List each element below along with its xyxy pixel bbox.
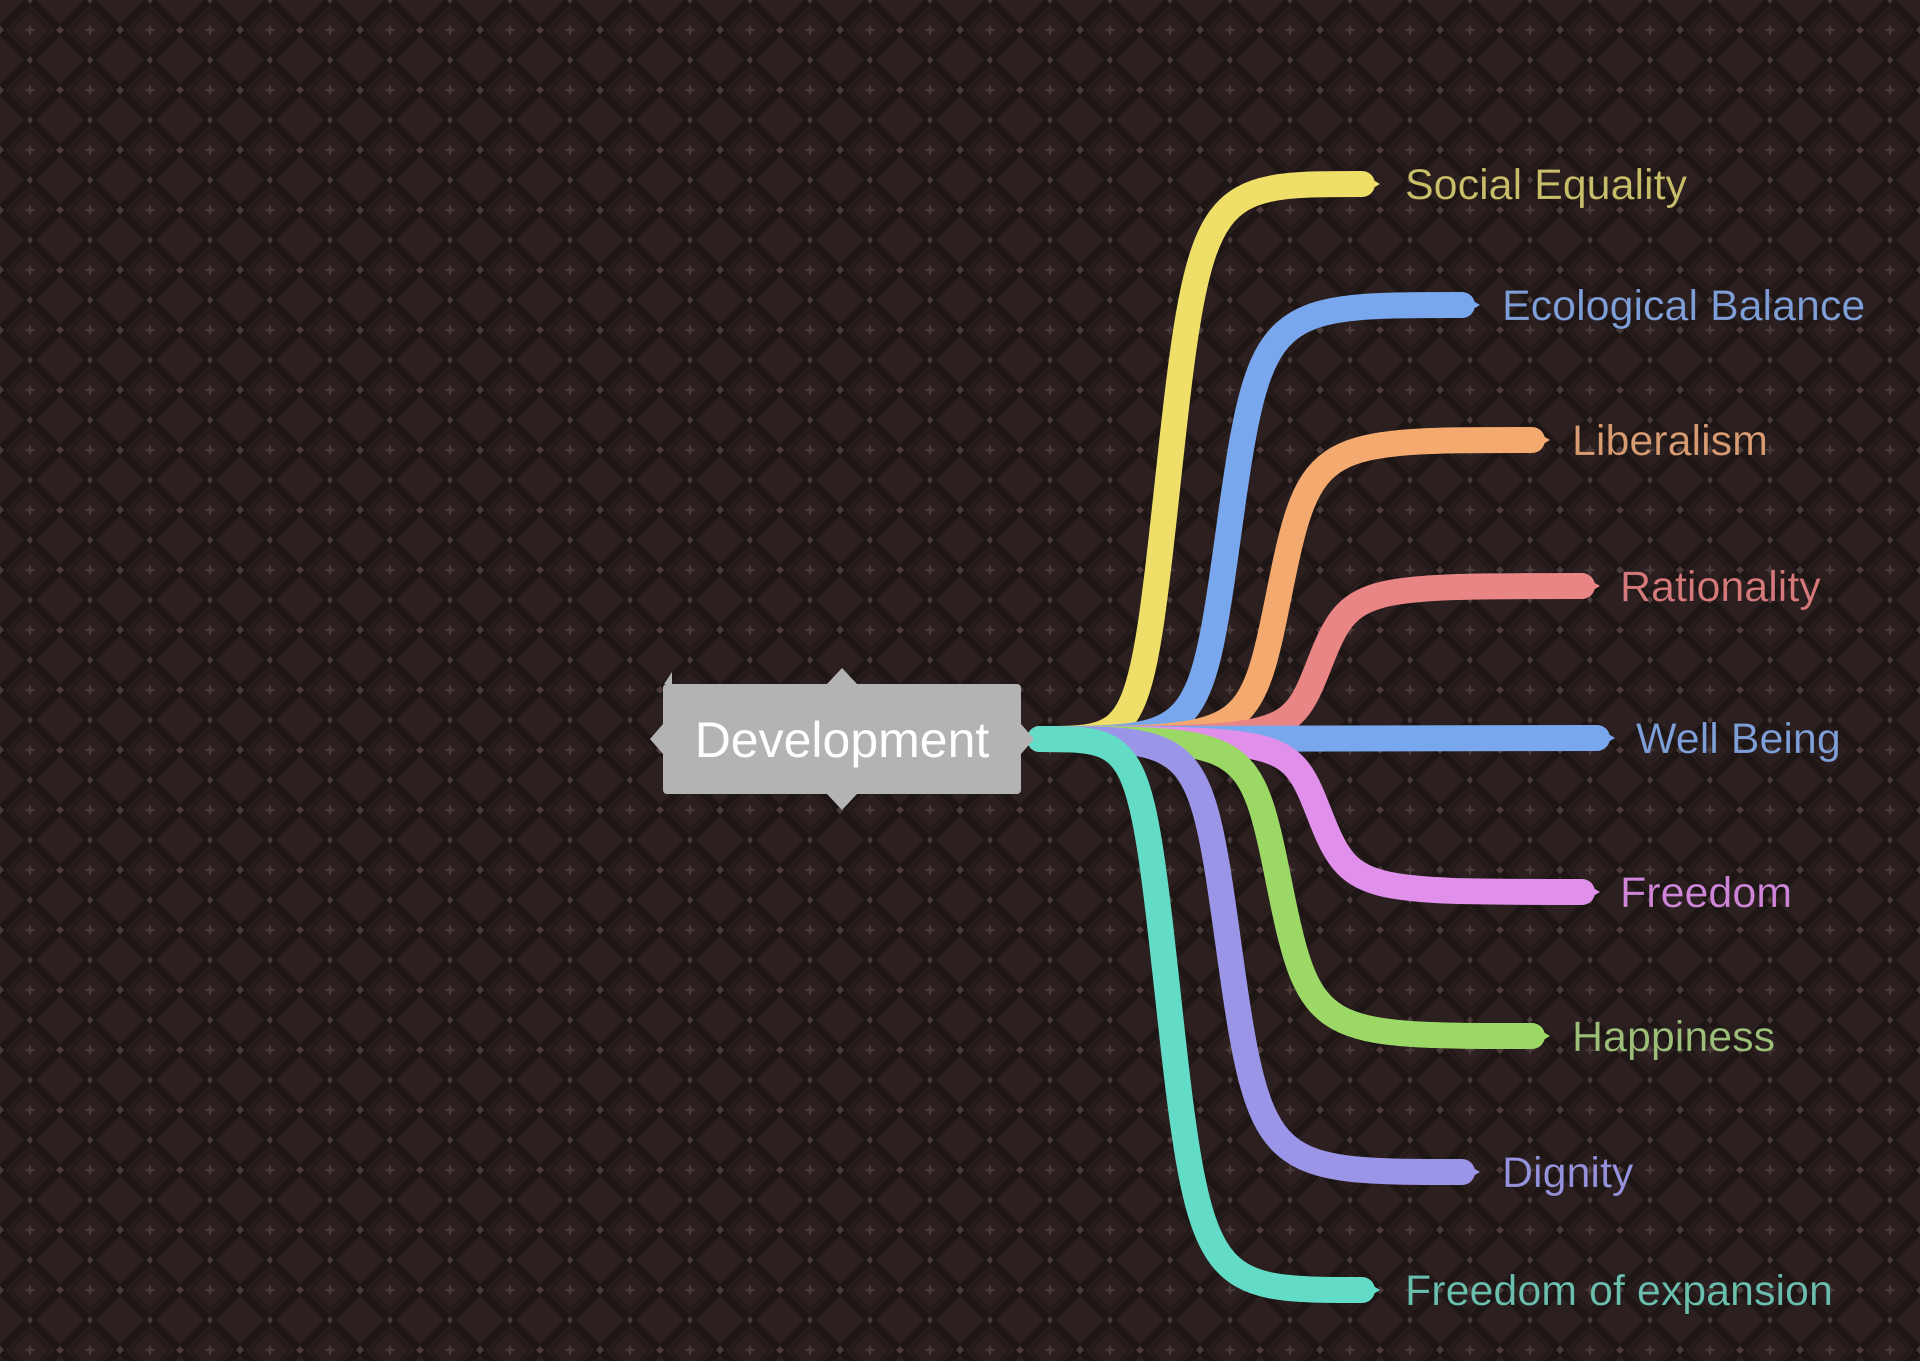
branch-arrow-icon <box>1578 573 1600 599</box>
center-node-bottom-notch-icon <box>827 794 857 810</box>
center-node-label: Development <box>695 712 990 768</box>
branch-label[interactable]: Social Equality <box>1405 161 1688 210</box>
branch-label[interactable]: Happiness <box>1572 1013 1776 1062</box>
branch-label[interactable]: Liberalism <box>1572 417 1769 466</box>
branch-connector <box>1027 726 1375 1303</box>
branch-arrow-icon <box>1528 427 1550 453</box>
center-node-right-notch-icon <box>1021 724 1034 754</box>
center-node-left-notch-icon <box>650 724 663 754</box>
branch-arrow-icon <box>1578 879 1600 905</box>
branch-label[interactable]: Dignity <box>1502 1149 1635 1198</box>
branch-arrow-icon <box>1458 292 1480 318</box>
branch-label[interactable]: Freedom <box>1620 869 1793 918</box>
branch-label[interactable]: Ecological Balance <box>1502 282 1866 331</box>
branch-connector <box>1027 726 1545 1049</box>
center-node[interactable]: Development <box>650 668 1034 810</box>
branch-label[interactable]: Well Being <box>1636 715 1841 764</box>
branch-arrow-icon <box>1528 1023 1550 1049</box>
center-node-box[interactable] <box>663 684 1021 794</box>
branch-label[interactable]: Freedom of expansion <box>1405 1267 1833 1316</box>
branch-arrow-icon <box>1358 171 1380 197</box>
branch-label[interactable]: Rationality <box>1620 563 1822 612</box>
branch-arrow-icon <box>1593 725 1615 751</box>
branch-connector <box>1027 726 1475 1185</box>
branch-arrow-icon <box>1458 1159 1480 1185</box>
branch-arrow-icon <box>1358 1277 1380 1303</box>
center-node-top-notch-icon <box>827 668 857 684</box>
